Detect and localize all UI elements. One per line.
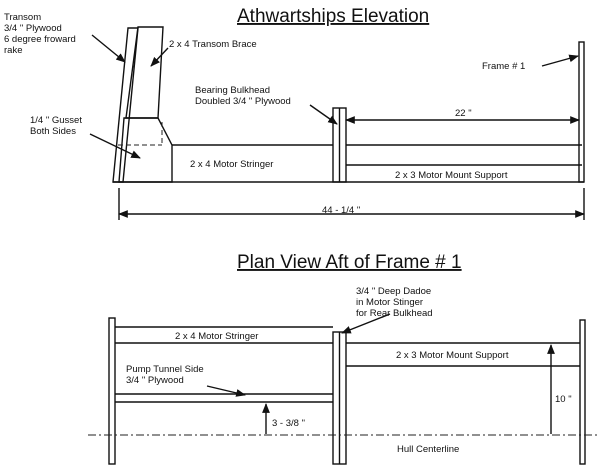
gusset — [118, 117, 173, 183]
dim-10-label: 10 " — [555, 394, 572, 405]
motor-stringer-label: 2 x 4 Motor Stringer — [190, 159, 273, 170]
plan-stringer-label: 2 x 4 Motor Stringer — [175, 331, 258, 342]
plan-transom — [108, 317, 116, 465]
transom-brace — [125, 26, 164, 119]
dim-22-label: 22 " — [455, 108, 472, 119]
transom-label: Transom 3/4 " Plywood 6 degree froward r… — [4, 12, 78, 56]
plan-mount-label: 2 x 3 Motor Mount Support — [396, 350, 509, 361]
dadoe-label: 3/4 " Deep Dadoe in Motor Stinger for Re… — [356, 286, 434, 319]
frame-1-label: Frame # 1 — [482, 61, 525, 72]
motor-mount-label: 2 x 3 Motor Mount Support — [395, 170, 508, 181]
elevation-drawing — [89, 26, 585, 220]
centerline-label: Hull Centerline — [397, 444, 459, 455]
pump-tunnel-label: Pump Tunnel Side 3/4 " Plywood — [126, 364, 206, 386]
elevation-title: Athwartships Elevation — [237, 6, 429, 27]
gusset-label: 1/4 " Gusset Both Sides — [30, 115, 85, 137]
plan-frame-1 — [579, 319, 586, 465]
plan-drawing — [88, 313, 600, 465]
transom-brace-label: 2 x 4 Transom Brace — [169, 39, 257, 50]
plan-title: Plan View Aft of Frame # 1 — [237, 252, 462, 273]
frame-1 — [578, 41, 585, 183]
dim-338-label: 3 - 3/8 " — [272, 418, 305, 429]
bearing-bulkhead-label: Bearing Bulkhead Doubled 3/4 " Plywood — [195, 85, 291, 107]
dim-overall-label: 44 - 1/4 " — [322, 205, 360, 216]
